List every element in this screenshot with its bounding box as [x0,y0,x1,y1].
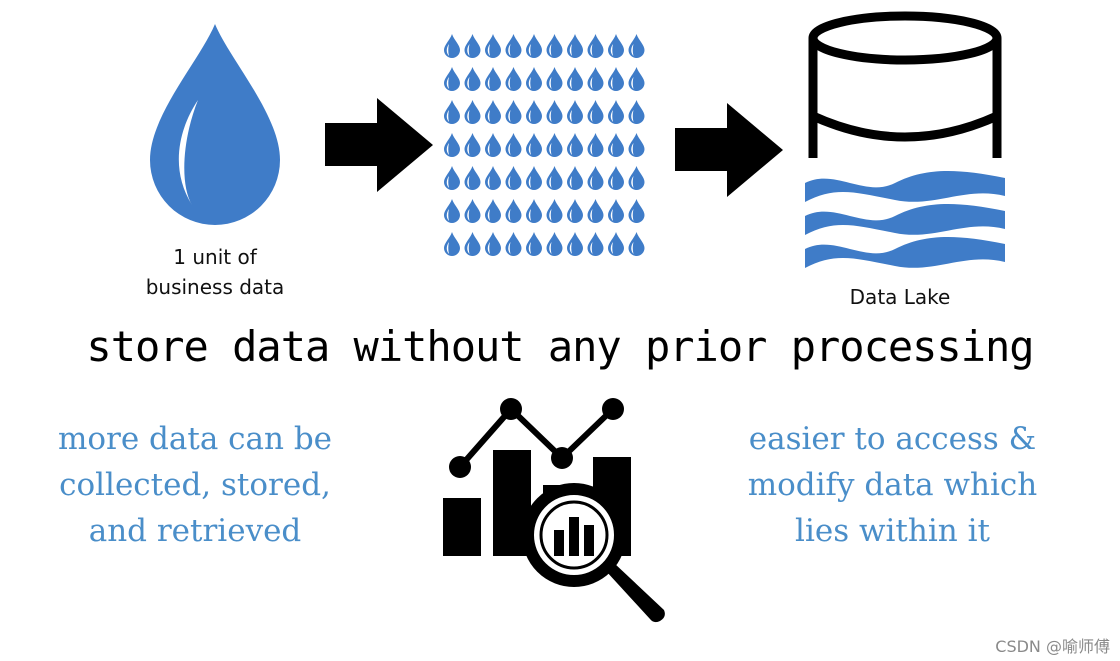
small-drop-icon [546,67,563,91]
small-drop-icon [567,67,583,91]
small-drop-icon [546,199,563,223]
small-drop-icon [464,133,481,157]
small-drop-icon [444,100,460,124]
small-drop-icon [587,166,604,190]
right-arrow-icon [325,98,433,192]
small-drop-icon [608,166,624,190]
small-drop-icon [526,232,542,256]
small-drop-icon [485,232,501,256]
water-drop-icon [150,24,280,225]
small-drop-icon [444,67,460,91]
small-drop-icon [505,34,522,58]
small-drop-icon [505,199,522,223]
drop-caption-line-1: 1 unit of [173,245,257,269]
small-drop-icon [567,100,583,124]
small-drop-icon [505,100,522,124]
small-drop-icon [526,67,542,91]
small-drop-icon [464,34,481,58]
small-drop-icon [587,34,604,58]
small-drop-icon [505,166,522,190]
small-drop-icon [567,133,583,157]
small-drop-icon [505,67,522,91]
small-drop-icon [464,199,481,223]
small-drop-icon [464,67,481,91]
left-note-line-1: more data can be [57,421,333,457]
small-drop-icon [546,133,563,157]
small-drop-icon [444,34,460,58]
small-drop-icon [485,166,501,190]
small-drop-icon [485,199,501,223]
small-drop-icon [587,133,604,157]
tagline: store data without any prior processing [86,322,1034,371]
small-drop-icon [628,67,645,91]
small-drop-icon [628,133,645,157]
small-drop-icon [546,232,563,256]
small-drop-icon [567,34,583,58]
small-drop-icon [464,100,481,124]
small-drop-icon [526,199,542,223]
left-note: more data can be collected, stored, and … [40,416,350,554]
small-drop-icon [444,199,460,223]
small-drop-icon [485,34,501,58]
small-drop-icon [628,232,645,256]
small-drop-icon [608,34,624,58]
small-drop-icon [628,166,645,190]
small-drop-icon [587,232,604,256]
drop-caption-line-2: business data [145,275,285,299]
drop-caption: 1 unit of business data [120,242,310,302]
small-drop-icon [546,166,563,190]
small-drop-icon [628,34,645,58]
small-drop-icon [567,232,583,256]
right-note-line-1: easier to access & [748,421,1037,457]
right-note: easier to access & modify data which lie… [725,416,1060,554]
small-drop-icon [587,199,604,223]
small-drop-icon [546,34,563,58]
small-drop-icon [485,133,501,157]
small-drop-icon [526,34,542,58]
small-drop-icon [464,166,481,190]
watermark: CSDN @喻师傅 [995,637,1110,656]
small-drop-icon [587,100,604,124]
small-drop-icon [526,133,542,157]
small-drop-icon [485,67,501,91]
small-drop-icon [444,232,460,256]
small-drop-icon [587,67,604,91]
right-note-line-2: modify data which [747,467,1038,503]
lake-caption: Data Lake [849,285,951,309]
small-drop-icon [444,133,460,157]
left-note-line-2: collected, stored, [59,467,331,503]
small-drop-icon [526,166,542,190]
right-note-line-3: lies within it [795,513,990,549]
small-drop-icon [567,166,583,190]
small-drop-icon [628,199,645,223]
small-drop-icon [628,100,645,124]
small-drop-icon [608,199,624,223]
left-note-line-3: and retrieved [88,513,302,549]
small-drop-icon [567,199,583,223]
small-drop-icon [526,100,542,124]
small-drop-icon [464,232,481,256]
water-drops-grid-icon [444,34,645,256]
data-lake-icon [805,11,1005,268]
small-drop-icon [608,67,624,91]
right-arrow-icon [675,103,783,197]
small-drop-icon [505,133,522,157]
small-drop-icon [608,232,624,256]
small-drop-icon [505,232,522,256]
chart-magnifier-icon [443,398,665,623]
small-drop-icon [485,100,501,124]
small-drop-icon [546,100,563,124]
small-drop-icon [608,133,624,157]
small-drop-icon [444,166,460,190]
small-drop-icon [608,100,624,124]
